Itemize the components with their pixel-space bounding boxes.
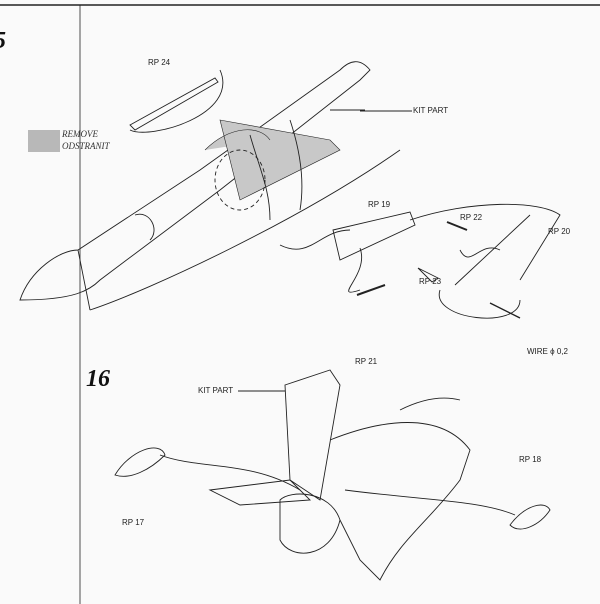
label-wire: WIRE ϕ 0,2: [527, 347, 568, 356]
fuselage-front: [19, 61, 401, 311]
label-rp22: RP 22: [460, 213, 483, 222]
label-kit-part-16: KIT PART: [198, 386, 234, 395]
part-rp18: [509, 504, 551, 530]
remove-color-swatch: [28, 130, 60, 152]
part-rp23: [417, 267, 439, 283]
label-rp18: RP 18: [519, 455, 542, 464]
step-number: 5: [0, 28, 6, 55]
label-rp17: RP 17: [122, 518, 145, 527]
part-rp24: [129, 77, 219, 131]
part-rp21: [356, 284, 386, 296]
legend-remove: REMOVE: [62, 129, 98, 139]
label-rp23: RP 23: [419, 277, 442, 286]
part-rp19: [332, 211, 416, 261]
legend-remove-cz: ODSTRANIT: [62, 141, 110, 151]
part-rp17: [114, 447, 166, 477]
wire-lines: [279, 229, 363, 293]
label-rp20: RP 20: [548, 227, 571, 236]
part-rp22: [446, 221, 468, 231]
label-rp19: RP 19: [368, 200, 391, 209]
label-rp24: RP 24: [148, 58, 171, 67]
label-rp21: RP 21: [355, 357, 378, 366]
tail-section: [208, 369, 471, 581]
label-kit-part: KIT PART: [413, 106, 449, 115]
part-rp20: [409, 203, 561, 286]
step-number: 16: [86, 366, 110, 392]
